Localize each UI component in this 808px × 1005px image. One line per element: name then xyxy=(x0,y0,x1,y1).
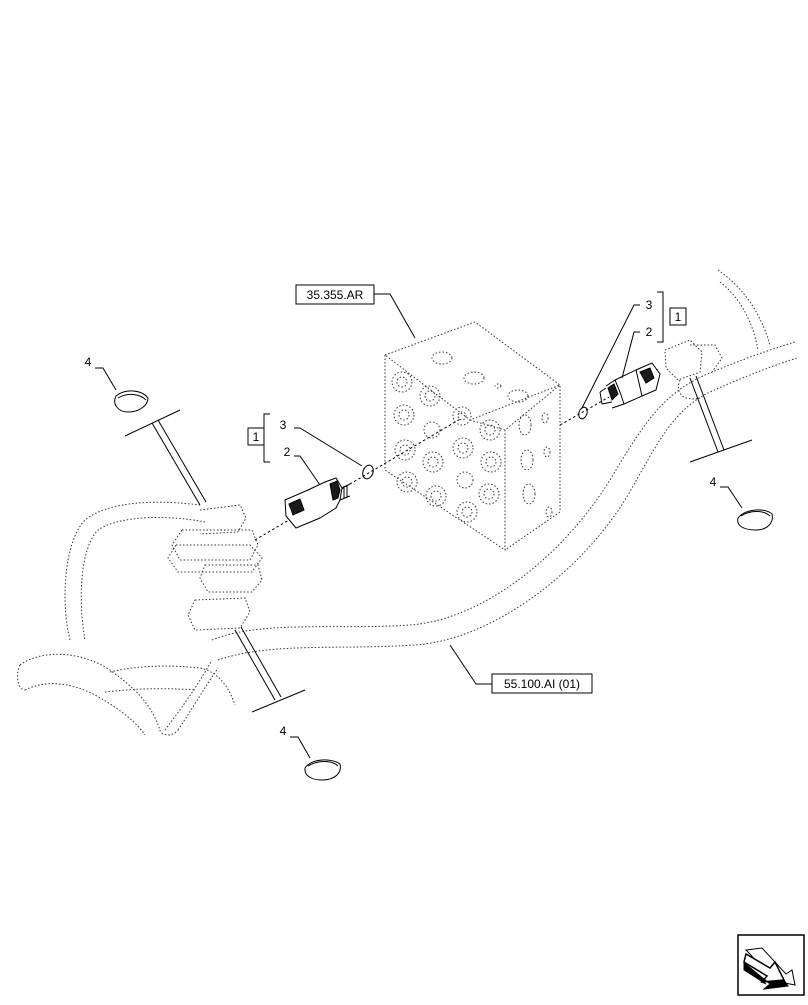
callout-group-left-label: 1 xyxy=(253,430,260,444)
reference-valve-block-label: 35.355.AR xyxy=(307,288,364,302)
callout-clip-right: 4 xyxy=(710,475,717,489)
clip-right: 4 xyxy=(689,375,773,531)
callout-clip-top-left: 4 xyxy=(85,355,92,369)
reference-valve-block[interactable]: 35.355.AR xyxy=(295,284,416,339)
wiring-harness xyxy=(17,269,798,736)
callout-item-2-left: 2 xyxy=(284,445,291,459)
pressure-sensor-right xyxy=(599,362,661,409)
callout-group-left: 1 3 2 xyxy=(247,413,363,486)
o-ring-right xyxy=(578,406,588,420)
clip-bottom: 4 xyxy=(234,626,341,781)
o-ring-left xyxy=(362,464,374,480)
callout-item-3-right: 3 xyxy=(646,298,653,312)
callout-item-3-left: 3 xyxy=(280,418,287,432)
reference-harness[interactable]: 55.100.AI (01) xyxy=(449,644,593,694)
previous-page-arrow-icon[interactable] xyxy=(737,934,805,996)
pressure-sensor-left xyxy=(284,477,351,529)
valve-block xyxy=(383,321,562,551)
callout-group-right-label: 1 xyxy=(675,310,682,324)
callout-clip-bottom: 4 xyxy=(280,724,287,738)
reference-harness-label: 55.100.AI (01) xyxy=(504,677,580,691)
callout-group-right: 1 3 2 xyxy=(581,291,687,409)
clip-top-left: 4 xyxy=(85,355,207,506)
callout-item-2-right: 2 xyxy=(646,325,653,339)
